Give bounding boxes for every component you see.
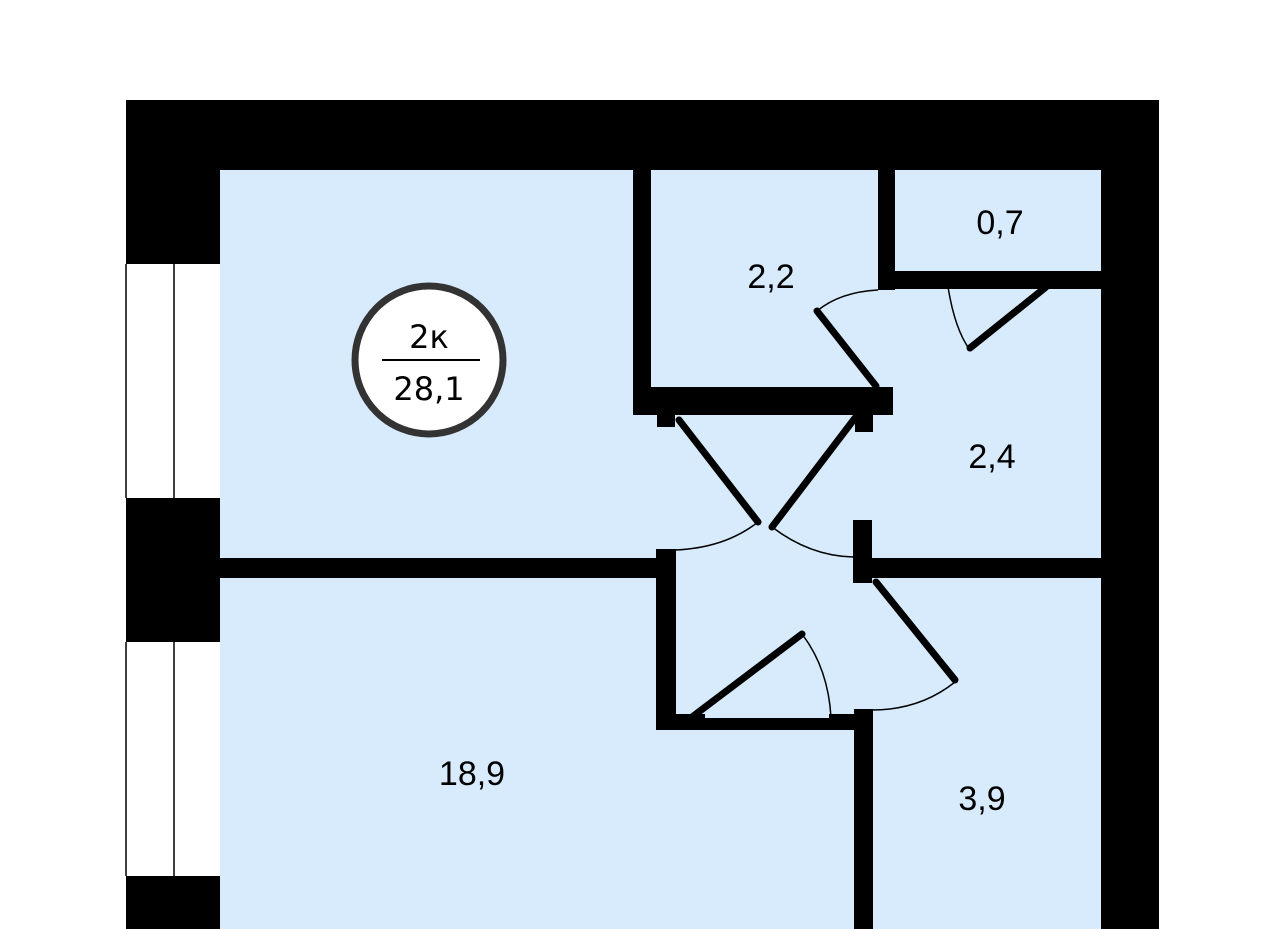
floor-areas xyxy=(220,170,1101,929)
door-swing-toilet xyxy=(947,286,971,351)
window-upper xyxy=(125,264,220,498)
door-kitchen xyxy=(688,630,806,721)
door-toilet xyxy=(966,283,1050,352)
floor-kitchen-lower xyxy=(656,730,854,929)
door-living-room xyxy=(675,416,762,526)
doors xyxy=(674,283,1050,721)
door-storage xyxy=(813,307,880,390)
door-swing-bathroom xyxy=(871,681,956,711)
floor-hall-lower xyxy=(676,558,872,718)
floor-toilet xyxy=(895,170,1101,271)
door-hallway xyxy=(768,414,859,531)
area-badge: 2к 28,1 xyxy=(351,282,507,438)
door-swing-living-room xyxy=(674,521,759,551)
label-hallway: 2,4 xyxy=(968,438,1015,476)
floor-kitchen xyxy=(220,578,656,929)
door-swing-storage xyxy=(816,289,879,312)
floor-storage xyxy=(651,170,878,387)
door-bathroom xyxy=(872,578,959,684)
floor-bathroom xyxy=(872,578,1101,929)
label-toilet: 0,7 xyxy=(976,204,1023,242)
badge-total-area: 28,1 xyxy=(393,370,464,408)
label-storage: 2,2 xyxy=(747,258,794,296)
door-swing-kitchen xyxy=(801,633,832,718)
floor-hallway-right xyxy=(872,289,1101,558)
label-bathroom: 3,9 xyxy=(958,780,1005,818)
window-lower xyxy=(125,642,220,876)
badge-rooms: 2к xyxy=(409,318,449,356)
floor-hall-center xyxy=(633,415,872,558)
interior-walls xyxy=(220,170,1101,929)
label-kitchen: 18,9 xyxy=(439,755,505,793)
door-swing-hallway xyxy=(771,526,854,558)
